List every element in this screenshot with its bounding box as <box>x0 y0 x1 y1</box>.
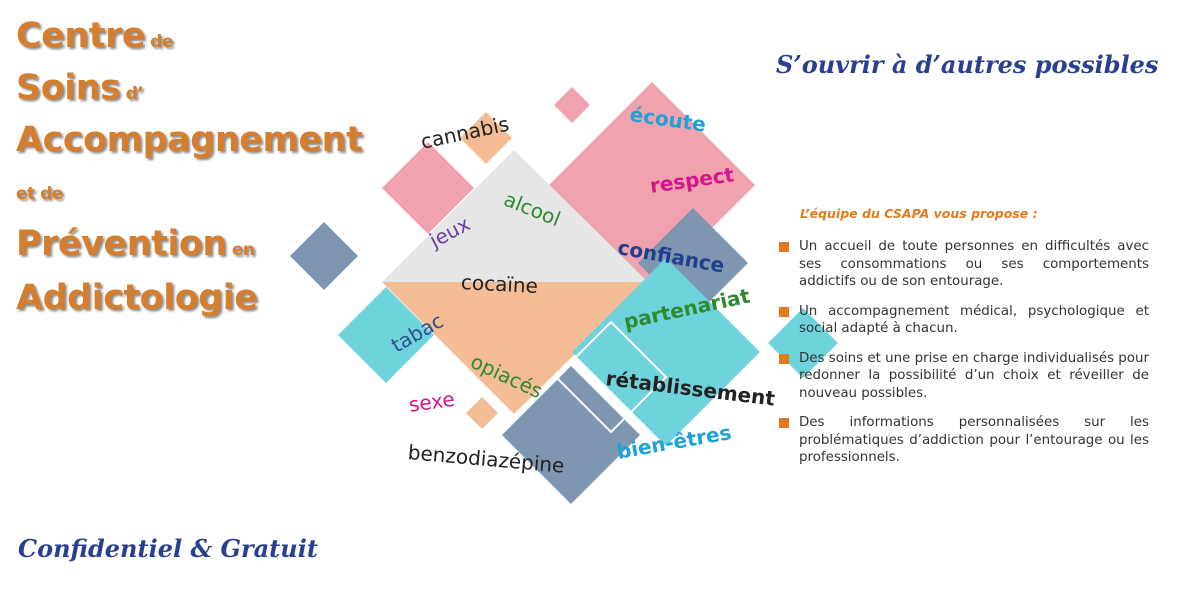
bullet-square-icon <box>779 353 789 364</box>
title-word-d: d’ <box>125 84 144 104</box>
word-cocaine: cocaïne <box>460 270 539 299</box>
white-diamond-accent <box>554 320 668 434</box>
slate-diamond-left <box>290 222 358 290</box>
peach-diamond-small <box>466 397 498 429</box>
teal-diamond-left <box>338 287 434 383</box>
list-item: Un accueil de toute personnes en difficu… <box>779 238 1149 291</box>
list-item-text: Des soins et une prise en charge individ… <box>799 350 1149 401</box>
bullet-square-icon <box>779 418 789 428</box>
bullet-square-icon <box>779 242 789 252</box>
slate-diamond-bottom <box>502 366 640 504</box>
gray-triangle <box>382 150 648 282</box>
list-item-text: Un accueil de toute personnes en difficu… <box>799 239 1149 289</box>
title-word-addictologie: Addictologie <box>16 278 258 318</box>
slogan-bottom: Confidentiel & Gratuit <box>18 534 318 563</box>
title-word-de: de <box>150 32 173 52</box>
pink-diamond-left <box>382 142 474 234</box>
small-pink-diamond <box>554 87 590 123</box>
list-item: Des informations personnalisées sur les … <box>779 414 1149 467</box>
list-item-text: Des informations personnalisées sur les … <box>799 415 1149 465</box>
list-item-text: Un accompagnement médical, psychologique… <box>799 303 1149 337</box>
title-word-en: en <box>231 240 255 260</box>
title-word-accompagnement: Accompagnement <box>16 120 363 160</box>
title-word-soins: Soins <box>16 68 121 108</box>
panel-title: L’équipe du CSAPA vous propose : <box>800 206 1038 221</box>
bullet-square-icon <box>779 306 789 317</box>
slogan-top: S’ouvrir à d’autres possibles <box>776 50 1159 79</box>
title-word-prevention: Prévention <box>16 224 227 264</box>
peach-triangle <box>382 282 648 414</box>
title-word-centre: Centre <box>16 16 146 56</box>
list-item: Des soins et une prise en charge individ… <box>779 350 1149 403</box>
title-word-et-de: et de <box>16 184 63 204</box>
services-list: Un accueil de toute personnes en difficu… <box>779 238 1149 479</box>
teal-diamond-right <box>572 258 760 446</box>
peach-diamond-top <box>460 112 512 164</box>
list-item: Un accompagnement médical, psychologique… <box>779 303 1149 338</box>
